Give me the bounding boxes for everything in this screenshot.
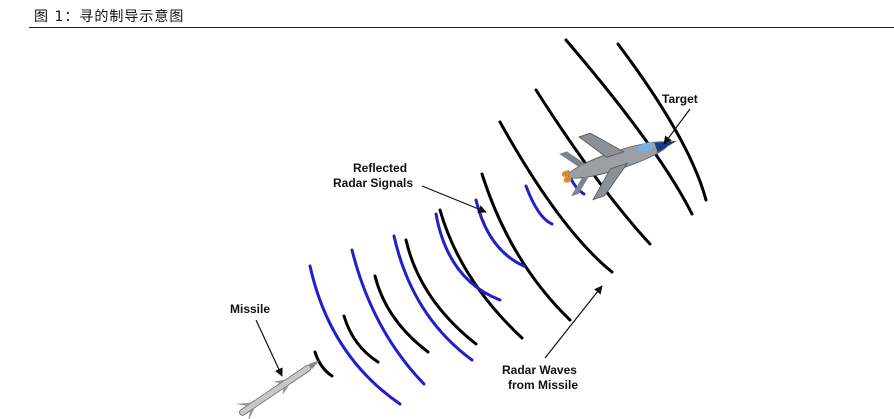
reflected-signal xyxy=(524,184,554,226)
radar-waves-group xyxy=(313,38,708,378)
reflected-signal xyxy=(434,212,502,302)
reflected-arrow xyxy=(421,185,487,214)
radar-wave xyxy=(498,120,614,274)
radar-wave xyxy=(564,38,694,216)
caption-divider xyxy=(29,27,894,28)
radar-waves-label-line1: Radar Waves xyxy=(502,363,577,377)
reflected-signals-group xyxy=(308,170,586,406)
radar-waves-label-line2: from Missile xyxy=(508,378,578,392)
reflected-signal xyxy=(308,264,402,406)
radar-wave xyxy=(404,238,478,346)
leader-arrows xyxy=(255,108,691,377)
fighter-jet-icon xyxy=(559,132,677,201)
reflected-signal xyxy=(474,198,526,268)
reflected-label-line2: Radar Signals xyxy=(333,176,413,190)
reflected-signal xyxy=(350,248,426,386)
radar-wave xyxy=(480,172,572,322)
radar-wave xyxy=(373,274,430,354)
reflected-signal xyxy=(392,234,474,362)
missile-label: Missile xyxy=(230,302,270,316)
radar-waves-arrow xyxy=(544,285,603,359)
target-arrow xyxy=(663,108,691,145)
missile-arrow xyxy=(255,319,283,377)
radar-wave xyxy=(616,42,708,202)
missile-icon xyxy=(235,360,320,419)
target-label: Target xyxy=(662,92,698,106)
radar-wave xyxy=(313,350,334,378)
figure-caption: 图 1：寻的制导示意图 xyxy=(34,9,185,25)
reflected-label-line1: Reflected xyxy=(353,161,407,175)
radar-wave xyxy=(438,208,524,340)
radar-wave xyxy=(342,314,380,364)
radar-wave xyxy=(534,88,652,246)
